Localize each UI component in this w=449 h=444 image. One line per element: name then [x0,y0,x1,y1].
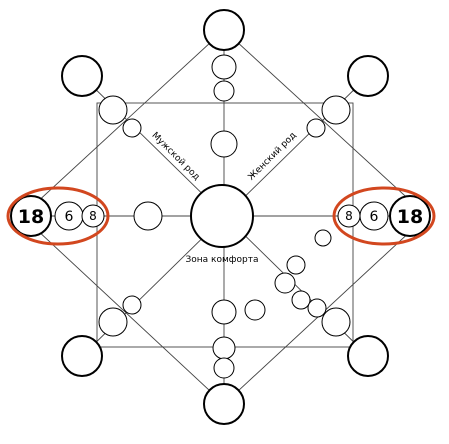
right-big-number: 18 [397,206,423,228]
diagonal-circle [122,118,142,138]
right-highlight-ring [332,186,436,246]
diagonal-circle [244,299,266,321]
diagonal-circle [274,272,296,294]
diagonal-circle [314,229,332,247]
left-highlight-ring [6,186,110,246]
outer-circle-bottom-right [347,335,389,377]
right-big-circle [389,195,431,237]
outer-circle-bottom [203,383,245,425]
axis-circle [133,201,163,231]
feminine-label: Женский род [247,131,299,183]
diagonal-circle [321,307,351,337]
right-small-number: 8 [345,209,353,223]
left-mid-number: 6 [65,209,74,225]
left-big-number: 18 [18,206,44,228]
outer-circle-bottom-left [61,335,103,377]
diagonal-circle [286,255,306,275]
left-small-number: 8 [89,209,97,223]
axis-circle [212,336,236,360]
outer-circle-top-right [347,55,389,97]
diagonal-circle [321,95,351,125]
masculine-label: Мужской род [150,131,202,183]
left-big-circle [10,195,52,237]
right-mid-circle [359,201,389,231]
diagonal-circle [291,290,311,310]
diagonal-circle [98,95,128,125]
axis-circle [213,357,235,379]
axis-circle [211,54,237,80]
diagonal-circle [306,118,326,138]
center-circle [190,184,254,248]
axis-circle [210,130,238,158]
left-small-circle [81,204,105,228]
outer-circle-top-left [61,55,103,97]
axis-circle [211,299,237,325]
diagonal-circle [98,307,128,337]
axis-circle [213,80,235,102]
diagonal-circle [307,298,327,318]
right-mid-number: 6 [370,209,379,225]
diagonal-circle [122,295,142,315]
outer-circle-top [203,9,245,51]
center-label: Зона комфорта [186,255,259,265]
